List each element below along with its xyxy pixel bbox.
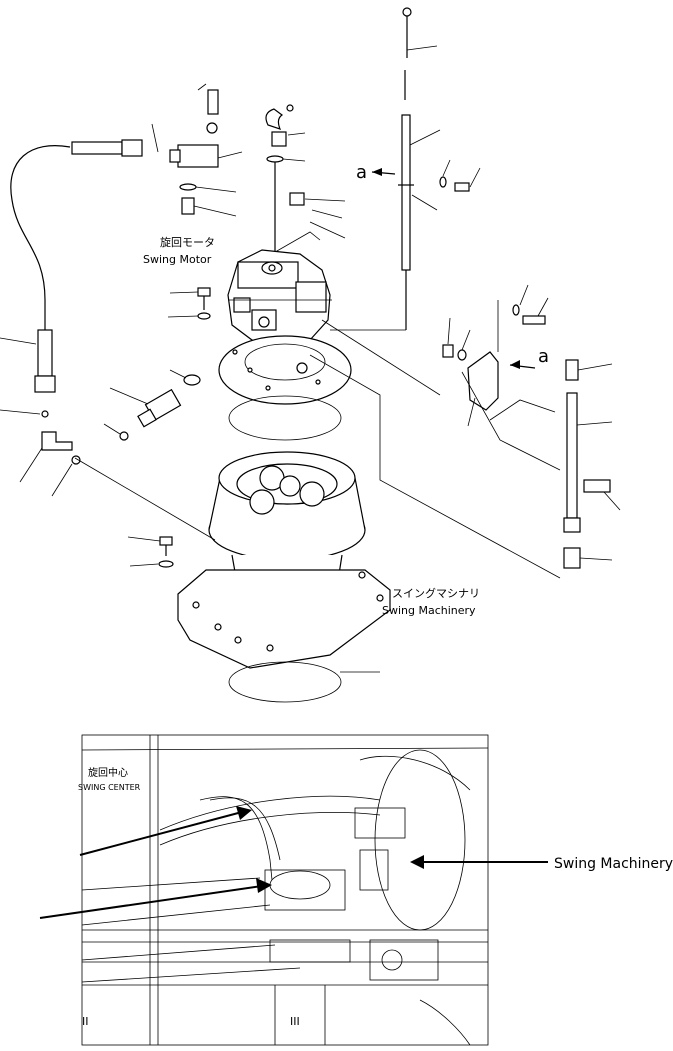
swing-machinery-label-jp: スイングマシナリ bbox=[392, 586, 480, 600]
section-marker-label: a bbox=[356, 162, 367, 183]
relief-valve-block bbox=[169, 83, 243, 217]
motor-flange bbox=[218, 335, 352, 405]
section-marker-a-right: a bbox=[509, 346, 549, 369]
swing-motor-label-en: Swing Motor bbox=[143, 253, 212, 266]
swing-machinery-label-en: Swing Machinery bbox=[382, 604, 476, 617]
o-ring-lower bbox=[228, 661, 380, 703]
pressure-sensor bbox=[103, 369, 201, 441]
swing-motor-label-jp: 旋回モータ bbox=[160, 235, 215, 249]
callout-arrow-swing-machinery bbox=[410, 855, 548, 869]
swing-center-label-en: SWING CENTER bbox=[78, 783, 141, 792]
swing-motor bbox=[227, 249, 441, 396]
roman-numeral-left: II bbox=[82, 1015, 89, 1028]
level-gauge-assembly bbox=[398, 7, 441, 330]
assembly-leader-lines bbox=[74, 354, 561, 579]
elbow-fitting bbox=[265, 104, 346, 260]
swing-machinery bbox=[177, 451, 391, 669]
motor-mount-bolts bbox=[167, 287, 211, 320]
roman-numeral-right: III bbox=[290, 1015, 300, 1028]
callout-swing-machinery-label: Swing Machinery bbox=[554, 856, 673, 872]
machinery-mount-bolts bbox=[127, 536, 174, 568]
right-pipe bbox=[563, 359, 621, 569]
callout-arrow-1 bbox=[79, 806, 252, 856]
drain-hose bbox=[10, 123, 159, 330]
o-ring-upper bbox=[228, 395, 342, 441]
bolt-group-top-right bbox=[439, 159, 481, 192]
section-marker-a-upper: a bbox=[356, 162, 396, 183]
left-pipe-fitting bbox=[0, 329, 81, 497]
section-marker-label: a bbox=[538, 346, 549, 367]
swing-center-label-jp: 旋回中心 bbox=[88, 766, 128, 779]
location-view bbox=[81, 734, 489, 1046]
callout-arrow-2 bbox=[39, 878, 272, 919]
